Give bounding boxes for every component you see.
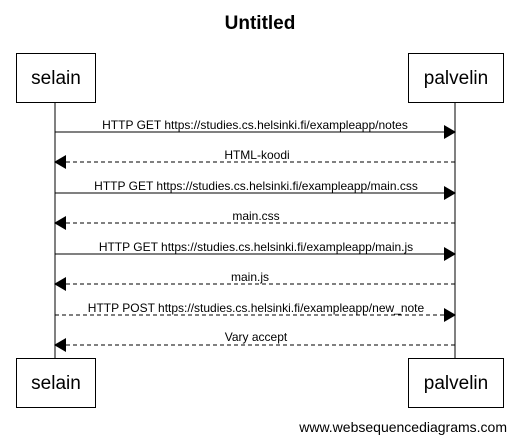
message-label: main.css: [232, 209, 279, 223]
actor-box-palvelin-top: palvelin: [408, 53, 504, 103]
actor-box-selain-top: selain: [16, 53, 96, 103]
message-8: Vary accept: [54, 330, 455, 352]
message-label: HTTP GET https://studies.cs.helsinki.fi/…: [94, 179, 418, 193]
actor-label: selain: [31, 68, 81, 89]
message-2: HTML-koodi: [54, 148, 455, 169]
message-6: main.js: [54, 270, 455, 291]
message-7: HTTP POST https://studies.cs.helsinki.fi…: [55, 301, 456, 322]
message-label: HTML-koodi: [224, 148, 289, 162]
actor-label: palvelin: [424, 373, 488, 394]
actor-box-palvelin-bottom: palvelin: [408, 358, 504, 408]
actor-box-selain-bottom: selain: [16, 358, 96, 408]
diagram-title: Untitled: [225, 13, 296, 34]
message-1: HTTP GET https://studies.cs.helsinki.fi/…: [55, 118, 456, 139]
message-5: HTTP GET https://studies.cs.helsinki.fi/…: [55, 240, 456, 261]
message-label: HTTP GET https://studies.cs.helsinki.fi/…: [99, 240, 413, 254]
watermark-link[interactable]: www.websequencediagrams.com: [298, 419, 507, 435]
message-label: HTTP GET https://studies.cs.helsinki.fi/…: [102, 118, 408, 132]
message-label: HTTP POST https://studies.cs.helsinki.fi…: [88, 301, 425, 315]
message-4: main.css: [54, 209, 455, 230]
message-label: main.js: [231, 270, 269, 284]
actor-label: selain: [31, 373, 81, 394]
message-3: HTTP GET https://studies.cs.helsinki.fi/…: [55, 179, 456, 200]
message-label: Vary accept: [225, 330, 288, 344]
actor-label: palvelin: [424, 68, 488, 89]
